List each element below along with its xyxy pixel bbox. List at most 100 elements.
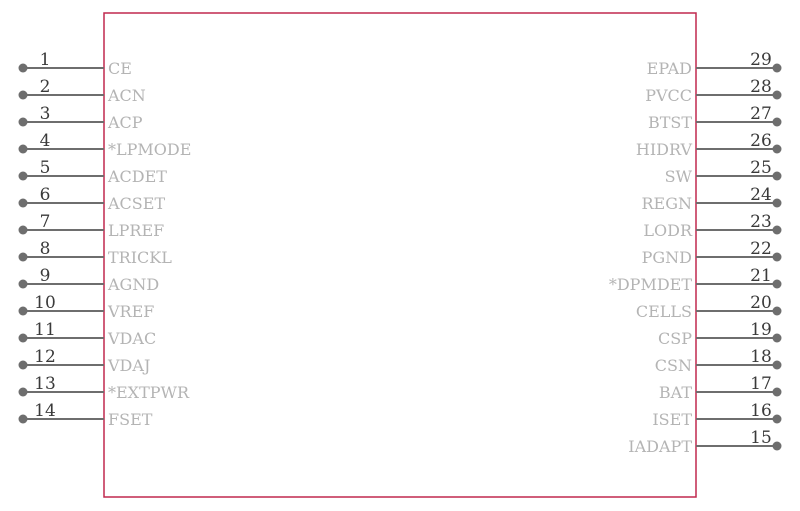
pin-label: ACSET [107, 194, 165, 213]
pin-label: ACDET [107, 167, 167, 186]
pin-endpoint [18, 90, 28, 100]
pin-endpoint [772, 279, 782, 289]
pin-label: REGN [641, 194, 692, 213]
pin-endpoint [18, 360, 28, 370]
pin-endpoint [772, 63, 782, 73]
right-pin-group: 29EPAD28PVCC27BTST26HIDRV25SW24REGN23LOD… [609, 50, 782, 456]
pin-1: 1 CE [18, 50, 132, 78]
pin-endpoint [772, 360, 782, 370]
pin-label: CSN [655, 356, 692, 375]
pin-label: *EXTPWR [108, 383, 190, 402]
pin-label: VDAJ [107, 356, 150, 375]
pin-endpoint [772, 387, 782, 397]
pin-label: AGND [107, 275, 159, 294]
pin-endpoint [772, 225, 782, 235]
pin-12: 12 VDAJ [18, 347, 150, 375]
pin-label: SW [665, 167, 693, 186]
pin-number: 24 [750, 185, 772, 205]
pin-number: 13 [34, 374, 56, 394]
pin-number: 7 [40, 212, 51, 232]
pin-number: 15 [750, 428, 772, 448]
pin-endpoint [18, 63, 28, 73]
pin-number: 1 [40, 50, 51, 70]
pin-label: ACN [107, 86, 146, 105]
pin-26: 26 HIDRV [636, 131, 782, 159]
pin-endpoint [18, 414, 28, 424]
pin-label: *LPMODE [108, 140, 191, 159]
pin-19: 19 CSP [658, 320, 782, 348]
pin-endpoint [772, 144, 782, 154]
pin-endpoint [18, 279, 28, 289]
pin-label: ACP [107, 113, 143, 132]
pin-21: 21 *DPMDET [609, 266, 782, 294]
pin-4: 4 *LPMODE [18, 131, 191, 159]
pin-number: 12 [34, 347, 56, 367]
pin-number: 28 [750, 77, 772, 97]
pin-number: 19 [750, 320, 772, 340]
pin-number: 16 [750, 401, 772, 421]
pin-label: CE [108, 59, 132, 78]
pin-number: 9 [40, 266, 51, 286]
pin-5: 5 ACDET [18, 158, 167, 186]
pin-label: BTST [648, 113, 692, 132]
pin-number: 21 [750, 266, 772, 286]
pin-endpoint [772, 90, 782, 100]
pin-label: VREF [107, 302, 154, 321]
pin-number: 5 [40, 158, 51, 178]
pin-29: 29 EPAD [647, 50, 782, 78]
pin-endpoint [18, 333, 28, 343]
component-body [103, 12, 697, 498]
pin-10: 10 VREF [18, 293, 154, 321]
pin-number: 26 [750, 131, 772, 151]
pin-17: 17 BAT [659, 374, 782, 402]
pin-endpoint [18, 225, 28, 235]
pin-endpoint [772, 414, 782, 424]
pin-9: 9 AGND [18, 266, 159, 294]
pin-endpoint [18, 252, 28, 262]
pin-endpoint [772, 306, 782, 316]
pin-label: VDAC [107, 329, 156, 348]
pin-endpoint [772, 252, 782, 262]
pin-label: LODR [643, 221, 693, 240]
pin-endpoint [18, 198, 28, 208]
pin-endpoint [18, 117, 28, 127]
pin-endpoint [18, 171, 28, 181]
pin-7: 7 LPREF [18, 212, 164, 240]
pin-13: 13 *EXTPWR [18, 374, 190, 402]
pin-endpoint [18, 144, 28, 154]
pin-24: 24 REGN [641, 185, 782, 213]
pin-label: FSET [108, 410, 153, 429]
pin-number: 11 [34, 320, 56, 340]
pin-label: BAT [659, 383, 692, 402]
pin-endpoint [772, 171, 782, 181]
pin-label: PGND [642, 248, 692, 267]
pin-endpoint [772, 441, 782, 451]
pin-number: 4 [40, 131, 51, 151]
pin-endpoint [18, 387, 28, 397]
pin-endpoint [18, 306, 28, 316]
pin-number: 29 [750, 50, 772, 70]
pin-number: 10 [34, 293, 56, 313]
pin-label: LPREF [108, 221, 164, 240]
pin-number: 17 [750, 374, 772, 394]
pin-endpoint [772, 117, 782, 127]
pin-label: CELLS [636, 302, 692, 321]
pin-label: *DPMDET [609, 275, 692, 294]
pin-number: 2 [40, 77, 51, 97]
pin-label: CSP [658, 329, 692, 348]
pin-endpoint [772, 198, 782, 208]
pin-label: HIDRV [636, 140, 693, 159]
pin-label: EPAD [647, 59, 692, 78]
